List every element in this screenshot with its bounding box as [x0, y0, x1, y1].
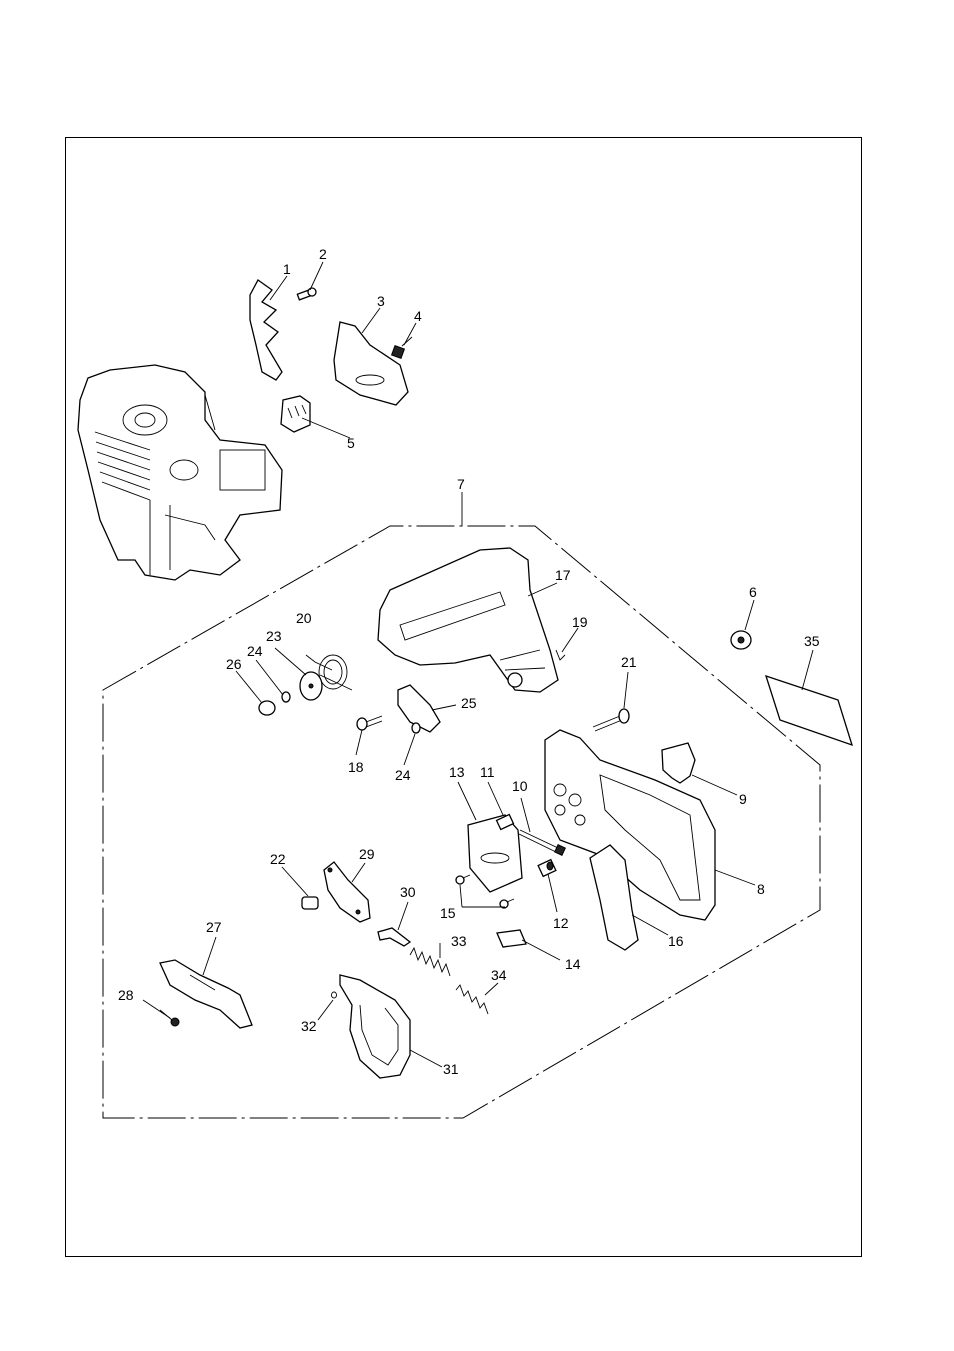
label-part-30: 30: [400, 884, 416, 900]
part-14-pad: [496, 929, 527, 948]
part-34-spring: [455, 984, 489, 1015]
label-part-35: 35: [804, 633, 820, 649]
part-16-guard: [589, 844, 639, 951]
label-part-14: 14: [565, 956, 581, 972]
assembly-group-outline: [102, 525, 821, 1119]
label-part-28: 28: [118, 987, 134, 1003]
diagram-frame: [65, 137, 862, 1257]
label-part-26: 26: [226, 656, 242, 672]
label-part-12: 12: [553, 915, 569, 931]
part-12-sleeve: [537, 858, 557, 878]
part-8-housing: [544, 729, 716, 921]
label-part-17: 17: [555, 567, 571, 583]
label-part-23: 23: [266, 628, 282, 644]
label-part-2: 2: [319, 246, 327, 262]
part-13-plate: [467, 814, 523, 893]
label-part-24-a: 24: [247, 643, 263, 659]
part-9-knob: [661, 742, 696, 784]
label-part-33: 33: [451, 933, 467, 949]
engine-block: [77, 364, 283, 581]
part-17-cover: [377, 547, 559, 693]
part-24-washer-b: [411, 722, 421, 734]
label-part-6: 6: [749, 584, 757, 600]
part-24-washer-a: [281, 691, 291, 703]
label-part-20: 20: [296, 610, 312, 626]
label-part-11: 11: [480, 764, 495, 780]
part-number-labels: 1 2 3 4 5 6 7 8 9 10 11 12 13 14 15 16 1…: [118, 246, 820, 1077]
part-25-bracket: [397, 684, 441, 733]
label-part-5: 5: [347, 435, 355, 451]
part-3-plate: [333, 321, 409, 406]
label-part-18: 18: [348, 759, 364, 775]
part-27-guard: [159, 959, 253, 1029]
part-33-spring: [409, 946, 451, 977]
label-part-22: 22: [270, 851, 286, 867]
part-2-screw: [296, 287, 317, 301]
label-part-27: 27: [206, 919, 222, 935]
part-20-spring: [318, 654, 353, 691]
part-6-nut: [730, 630, 752, 650]
part-31-band: [339, 974, 411, 1079]
part-22-bushing: [301, 896, 319, 910]
part-18-pin: [356, 715, 383, 731]
part-15-screws: [455, 874, 515, 909]
part-19-clip: [555, 649, 566, 661]
label-part-16: 16: [668, 933, 684, 949]
part-35-label: [764, 674, 854, 747]
label-part-32: 32: [301, 1018, 317, 1034]
part-10-bolt: [518, 829, 566, 856]
label-part-10: 10: [512, 778, 528, 794]
label-part-34: 34: [491, 967, 507, 983]
label-part-7: 7: [457, 476, 465, 492]
part-5-block: [280, 395, 311, 433]
label-part-13: 13: [449, 764, 465, 780]
label-part-1: 1: [283, 261, 291, 277]
part-21-bolt: [592, 708, 630, 732]
part-29-lever: [323, 861, 371, 923]
part-26-nut: [258, 700, 276, 716]
label-part-31: 31: [443, 1061, 459, 1077]
label-part-8: 8: [757, 881, 765, 897]
label-part-3: 3: [377, 293, 385, 309]
label-part-15: 15: [440, 905, 456, 921]
label-part-24-b: 24: [395, 767, 411, 783]
label-part-21: 21: [621, 654, 637, 670]
part-23-disc: [299, 671, 323, 701]
part-1-spike: [249, 279, 283, 381]
leader-lines: [142, 261, 814, 1068]
label-part-19: 19: [572, 614, 588, 630]
label-part-9: 9: [739, 791, 747, 807]
part-4-screw: [390, 336, 413, 360]
label-part-4: 4: [414, 308, 422, 324]
part-11-pin: [495, 813, 515, 831]
part-30-link: [377, 927, 412, 947]
label-part-29: 29: [359, 846, 375, 862]
label-part-25: 25: [461, 695, 477, 711]
part-32-pin: [331, 991, 337, 999]
